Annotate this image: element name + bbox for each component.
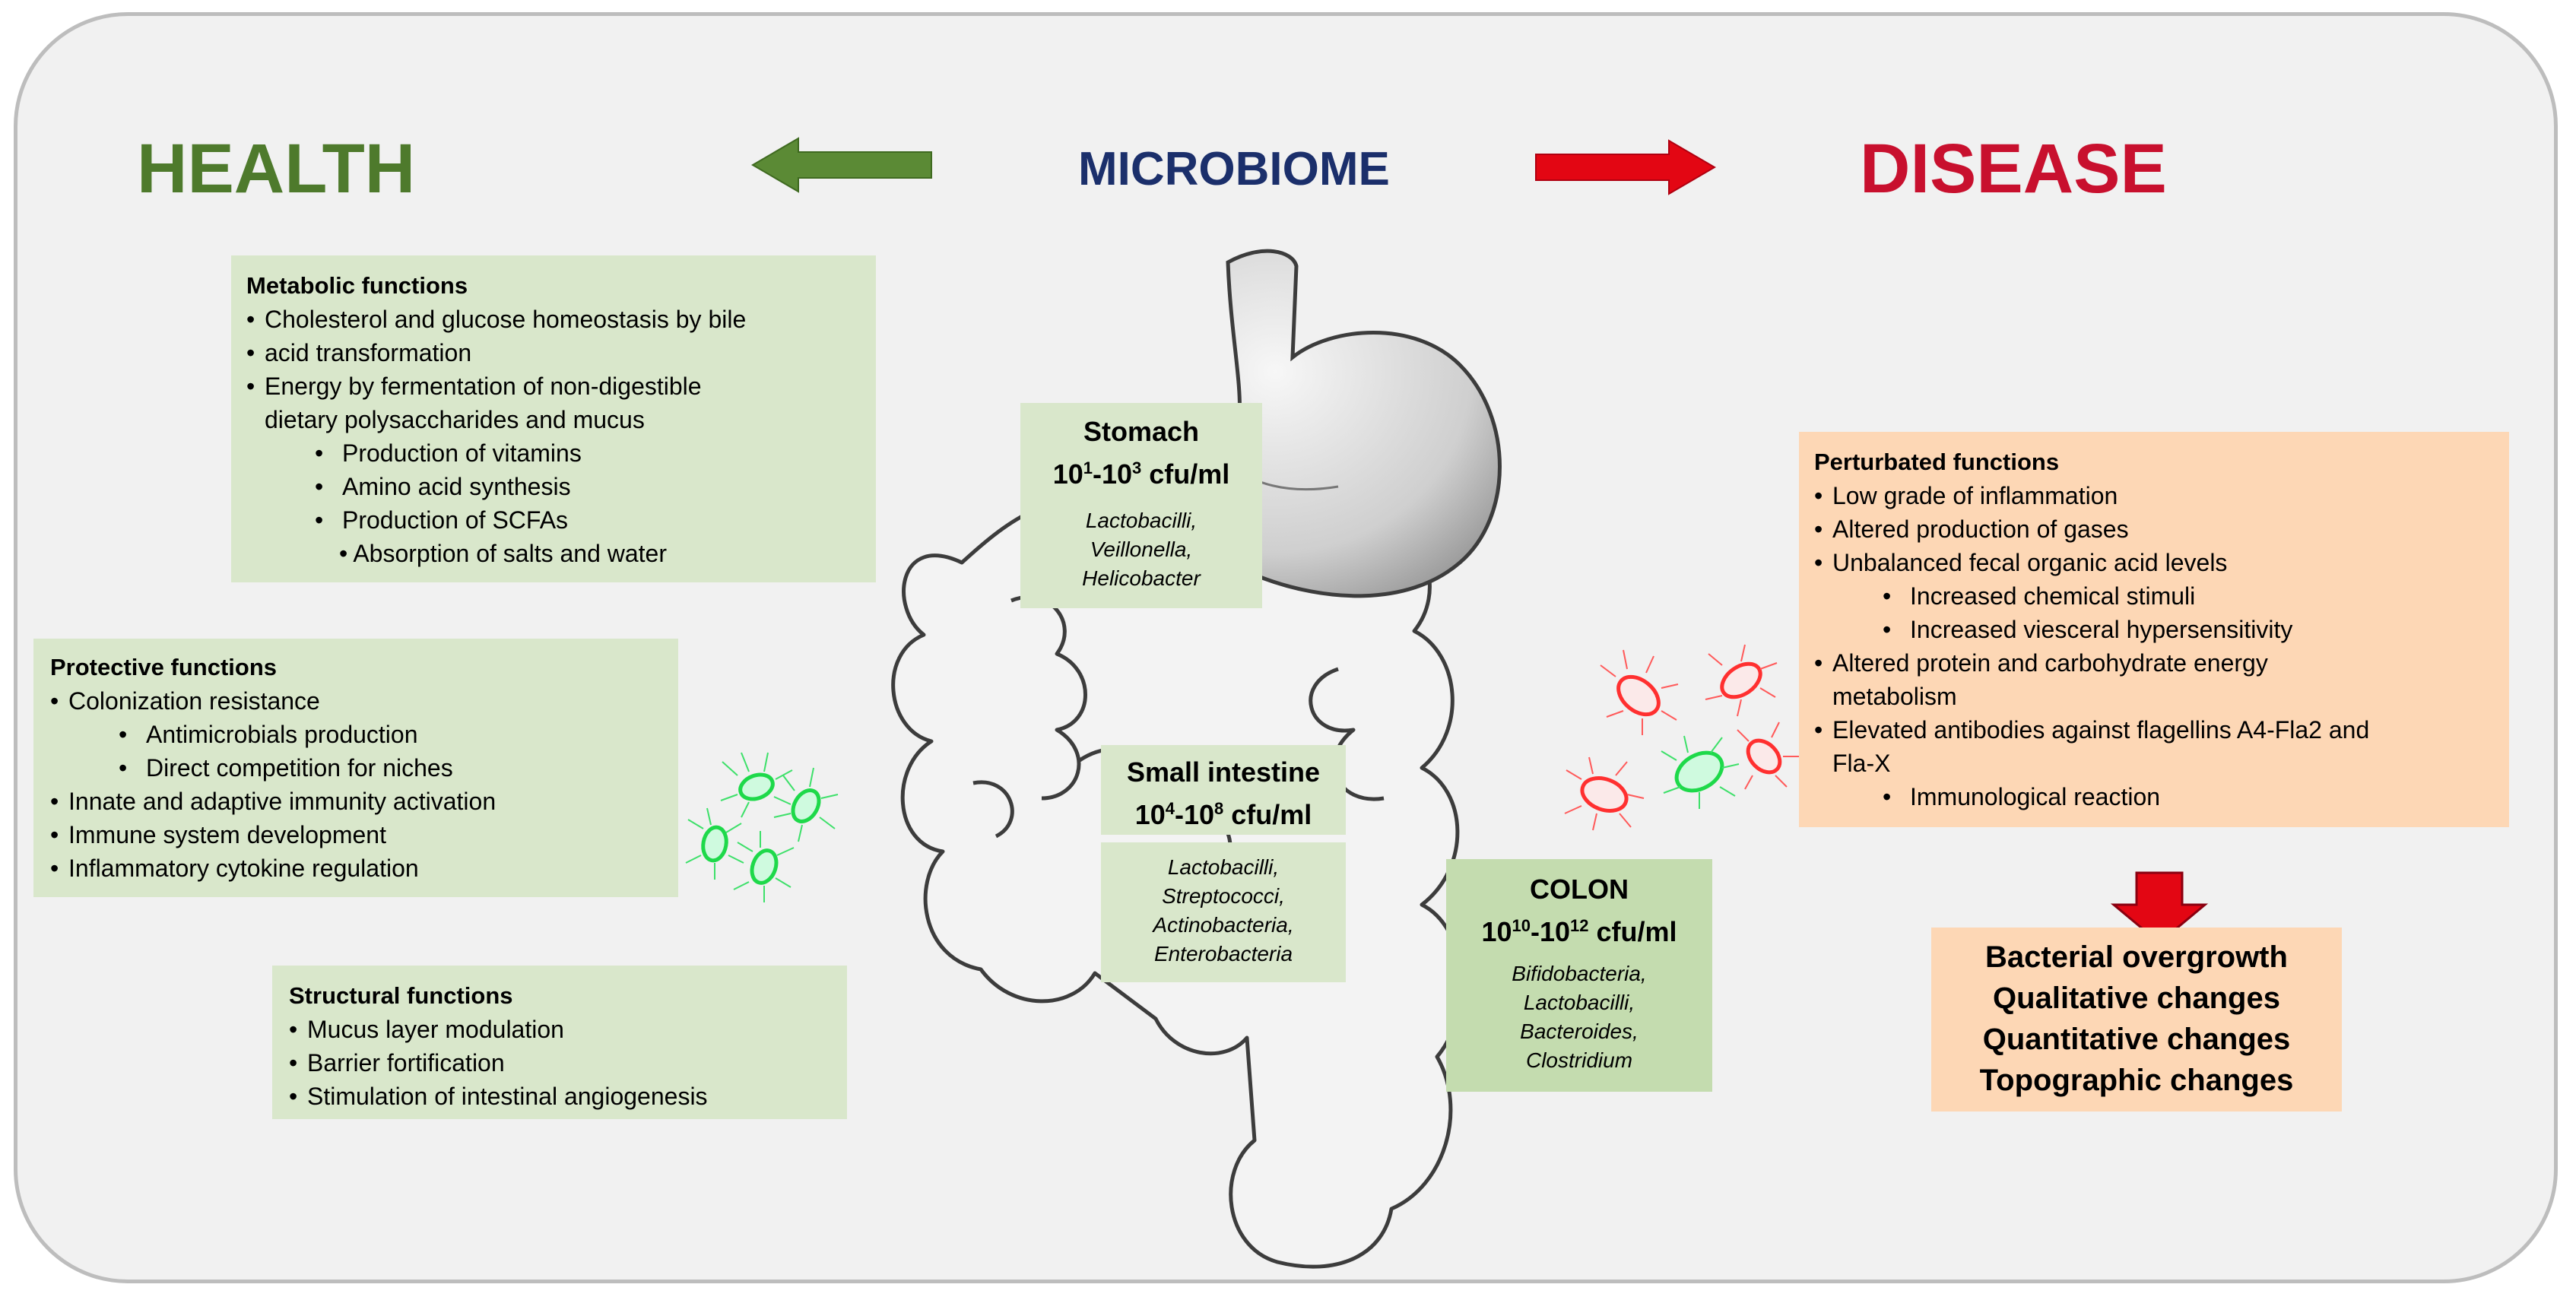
outcomes-box: Bacterial overgrowth Qualitative changes… [1931, 928, 2342, 1111]
disease-title: DISEASE [1860, 130, 2167, 208]
list-item: Production of vitamins [246, 436, 861, 470]
list-item: Cholesterol and glucose homeostasis by b… [246, 303, 861, 336]
bacteria-name: Streptococci, [1162, 884, 1285, 908]
organ-cfu: 104-108 cfu/ml [1134, 799, 1312, 830]
list-item: Unbalanced fecal organic acid levels [1814, 546, 2494, 579]
list-item: Mucus layer modulation [289, 1013, 830, 1046]
list-item: Inflammatory cytokine regulation [50, 851, 661, 885]
structural-title: Structural functions [289, 982, 513, 1009]
list-item: Stimulation of intestinal angiogenesis [289, 1080, 830, 1113]
outcome-item: Qualitative changes [1993, 981, 2280, 1015]
list-item: Elevated antibodies against flagellins A… [1814, 713, 2494, 747]
list-item: • Absorption of salts and water [339, 540, 667, 567]
bacteria-name: Clostridium [1525, 1048, 1633, 1072]
list-item: Altered protein and carbohydrate energy [1814, 646, 2494, 680]
bacteria-name: Helicobacter [1082, 566, 1201, 590]
protective-title: Protective functions [50, 654, 277, 680]
list-item: Amino acid synthesis [246, 470, 861, 503]
bacteria-name: Lactobacilli, [1523, 991, 1635, 1014]
small-intestine-bacteria-box: Lactobacilli, Streptococci, Actinobacter… [1101, 842, 1346, 982]
organ-name: COLON [1530, 874, 1629, 905]
bacteria-name: Lactobacilli, [1085, 509, 1198, 532]
organ-name: Small intestine [1126, 756, 1321, 788]
perturbated-title: Perturbated functions [1814, 449, 2060, 475]
microbiome-title: MICROBIOME [1078, 143, 1390, 195]
list-item: Increased chemical stimuli [1814, 579, 2494, 613]
bacteria-name: Lactobacilli, [1167, 855, 1280, 879]
bacteria-name: Veillonella, [1090, 538, 1193, 561]
bacteria-name: Bifidobacteria, [1512, 962, 1647, 985]
list-item: Energy by fermentation of non-digestible [246, 369, 861, 403]
list-item: Innate and adaptive immunity activation [50, 785, 661, 818]
arrow-to-disease [1535, 139, 1716, 195]
small-intestine-box: Small intestine 104-108 cfu/ml [1101, 745, 1346, 835]
outcome-arrow [2110, 871, 2209, 944]
list-item: Immune system development [50, 818, 661, 851]
outcome-item: Topographic changes [1979, 1064, 2294, 1097]
list-item: dietary polysaccharides and mucus [265, 406, 645, 433]
stomach-box: Stomach 101-103 cfu/ml Lactobacilli, Vei… [1020, 403, 1262, 608]
colon-box: COLON 1010-1012 cfu/ml Bifidobacteria, L… [1446, 859, 1712, 1092]
metabolic-title: Metabolic functions [246, 272, 468, 299]
list-item: metabolism [1832, 683, 1957, 710]
list-item: Production of SCFAs [246, 503, 861, 537]
protective-functions-box: Protective functions Colonization resist… [33, 639, 678, 897]
list-item: Low grade of inflammation [1814, 479, 2494, 512]
metabolic-functions-box: Metabolic functions Cholesterol and gluc… [231, 255, 876, 582]
organ-cfu: 1010-1012 cfu/ml [1481, 916, 1677, 947]
perturbated-functions-box: Perturbated functions Low grade of infla… [1799, 432, 2509, 827]
list-item: Altered production of gases [1814, 512, 2494, 546]
pathogenic-bacteria-cluster [1564, 644, 1800, 831]
arrow-to-health [751, 137, 932, 193]
list-item: Increased viesceral hypersensitivity [1814, 613, 2494, 646]
organ-name: Stomach [1083, 416, 1200, 447]
bacteria-name: Bacteroides, [1520, 1020, 1639, 1043]
list-item: acid transformation [246, 336, 861, 369]
outcome-item: Bacterial overgrowth [1985, 940, 2288, 974]
list-item: Barrier fortification [289, 1046, 830, 1080]
list-item: Colonization resistance [50, 684, 661, 718]
health-title: HEALTH [137, 130, 416, 208]
outcome-item: Quantitative changes [1982, 1023, 2291, 1056]
list-item: Immunological reaction [1814, 780, 2494, 813]
bacteria-name: Actinobacteria, [1153, 913, 1294, 937]
structural-functions-box: Structural functions Mucus layer modulat… [272, 966, 847, 1119]
list-item: Fla-X [1832, 750, 1891, 777]
bacteria-name: Enterobacteria [1153, 942, 1293, 966]
green-bacteria-cluster [685, 752, 839, 902]
list-item: Antimicrobials production [50, 718, 661, 751]
list-item: Direct competition for niches [50, 751, 661, 785]
organ-cfu: 101-103 cfu/ml [1052, 458, 1230, 490]
